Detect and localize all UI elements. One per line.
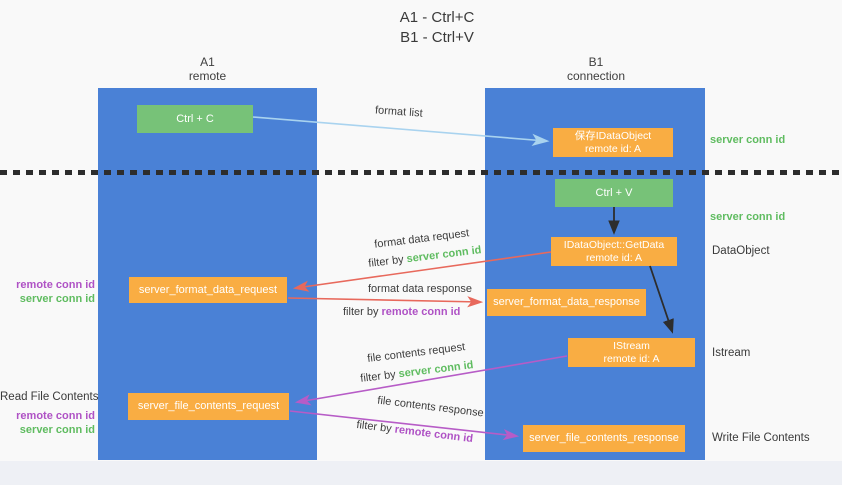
- annotation-write-file-contents: Write File Contents: [712, 432, 810, 444]
- node-getdata-line2: remote id: A: [585, 251, 643, 264]
- node-ctrl-v: Ctrl + V: [555, 179, 673, 207]
- filter-by-text: filter by: [343, 306, 379, 318]
- node-istream: IStream remote id: A: [568, 338, 695, 367]
- node-file-response-label: server_file_contents_response: [529, 432, 679, 444]
- annotation-remote-conn-id-1: remote conn id: [16, 279, 95, 291]
- annotation-dataobject: DataObject: [712, 245, 770, 257]
- lane-header-a1: A1 remote: [98, 55, 317, 83]
- annotation-server-conn-id-1: server conn id: [19, 293, 95, 305]
- node-format-request-label: server_format_data_request: [138, 283, 278, 296]
- filter-by-text: filter by: [355, 418, 393, 436]
- lane-b1-subtitle: connection: [566, 69, 626, 83]
- node-ctrl-c-label: Ctrl + C: [176, 113, 214, 125]
- filter-by-text: filter by: [367, 253, 405, 270]
- node-ctrl-c: Ctrl + C: [137, 105, 253, 133]
- annotation-conn-ids-format: remote conn id server conn id: [0, 278, 95, 306]
- bottom-strip: [0, 461, 842, 485]
- node-server-file-contents-response: server_file_contents_response: [523, 425, 685, 452]
- node-getdata-line1: IDataObject::GetData: [563, 238, 665, 251]
- label-format-list: format list: [374, 104, 424, 120]
- title-line-1: A1 - Ctrl+C: [399, 9, 475, 26]
- remote-conn-id-text: remote conn id: [393, 423, 474, 446]
- machine-boundary-dotted-line: [0, 170, 842, 175]
- node-server-file-contents-request: server_file_contents_request: [128, 393, 289, 420]
- annotation-istream: Istream: [712, 347, 751, 359]
- annotation-conn-ids-file: remote conn id server conn id: [0, 409, 95, 437]
- label-file-contents-response: file contents response: [376, 394, 485, 420]
- node-save-idataobject-line2: remote id: A: [584, 142, 642, 155]
- node-save-idataobject: 保存IDataObject remote id: A: [553, 128, 673, 157]
- annotation-server-conn-id-top: server conn id: [710, 134, 786, 146]
- label-filter-by-remote-conn-id-1: filter by remote conn id: [343, 306, 460, 318]
- remote-conn-id-text: remote conn id: [381, 306, 461, 318]
- lane-header-b1: B1 connection: [486, 55, 706, 83]
- annotation-server-conn-id-2: server conn id: [19, 424, 95, 436]
- node-save-idataobject-line1: 保存IDataObject: [574, 129, 652, 142]
- annotation-server-conn-id-mid: server conn id: [710, 211, 786, 223]
- lane-a1-subtitle: remote: [188, 69, 227, 83]
- annotation-read-file-contents: Read File Contents: [0, 391, 99, 403]
- label-filter-by-remote-conn-id-2: filter by remote conn id: [356, 419, 474, 445]
- label-format-data-response: format data response: [368, 283, 472, 295]
- node-server-format-data-response: server_format_data_response: [487, 289, 646, 316]
- node-format-response-label: server_format_data_response: [493, 296, 640, 308]
- node-istream-line1: IStream: [613, 339, 650, 352]
- node-file-request-label: server_file_contents_request: [137, 400, 280, 412]
- title-line-2: B1 - Ctrl+V: [400, 29, 474, 46]
- node-idataobject-getdata: IDataObject::GetData remote id: A: [551, 237, 677, 266]
- node-server-format-data-request: server_format_data_request: [129, 277, 287, 303]
- server-conn-id-text: server conn id: [397, 359, 475, 381]
- annotation-remote-conn-id-2: remote conn id: [16, 410, 95, 422]
- server-conn-id-text: server conn id: [405, 244, 483, 266]
- filter-by-text: filter by: [359, 368, 397, 385]
- diagram-title: A1 - Ctrl+C B1 - Ctrl+V: [357, 8, 517, 48]
- node-istream-line2: remote id: A: [603, 352, 660, 365]
- lane-b1-name: B1: [588, 55, 604, 69]
- lane-a1-name: A1: [200, 55, 215, 69]
- node-ctrl-v-label: Ctrl + V: [595, 187, 633, 199]
